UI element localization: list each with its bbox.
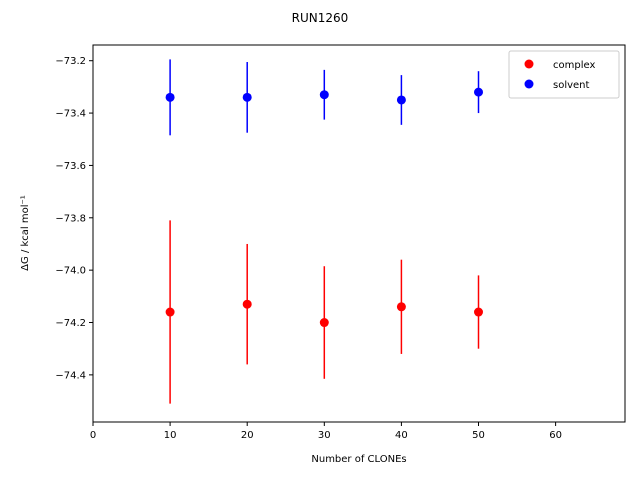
legend-box xyxy=(508,50,620,99)
solvent-point xyxy=(474,87,484,97)
legend-marker-solvent xyxy=(524,79,534,89)
y-tick-label: −74.2 xyxy=(55,318,86,329)
complex-point xyxy=(474,307,484,317)
legend-label-solvent: solvent xyxy=(553,80,590,91)
x-axis-label: Number of CLONEs xyxy=(311,454,406,465)
complex-point xyxy=(319,318,329,328)
y-tick-label: −74.0 xyxy=(55,266,86,277)
solvent-point xyxy=(319,90,329,100)
x-tick-label: 30 xyxy=(318,430,331,441)
x-tick-label: 50 xyxy=(472,430,485,441)
x-tick-label: 0 xyxy=(90,430,96,441)
solvent-point xyxy=(165,92,175,102)
x-tick-label: 60 xyxy=(549,430,562,441)
y-tick-label: −73.6 xyxy=(55,161,86,172)
y-tick-label: −74.4 xyxy=(55,370,86,381)
x-tick-label: 10 xyxy=(164,430,177,441)
y-tick-label: −73.4 xyxy=(55,109,86,120)
x-axis-ticks: 0 10 20 30 40 50 60 xyxy=(90,422,562,441)
solvent-point xyxy=(242,92,252,102)
legend-label-complex: complex xyxy=(553,60,595,71)
x-tick-label: 40 xyxy=(395,430,408,441)
plot-area xyxy=(165,59,484,404)
x-tick-label: 20 xyxy=(241,430,254,441)
complex-point xyxy=(165,307,175,317)
legend: complex solvent xyxy=(508,50,620,99)
y-tick-label: −73.2 xyxy=(55,56,86,67)
y-tick-label: −73.8 xyxy=(55,213,86,224)
complex-point xyxy=(242,299,252,309)
y-axis-label: ΔG / kcal mol⁻¹ xyxy=(20,195,31,271)
solvent-point xyxy=(396,95,406,105)
y-axis-ticks: −73.2 −73.4 −73.6 −73.8 −74.0 −74.2 −74.4 xyxy=(55,56,93,381)
chart-title: RUN1260 xyxy=(292,11,349,25)
legend-marker-complex xyxy=(524,59,534,69)
plot-frame xyxy=(92,44,626,423)
complex-point xyxy=(396,302,406,312)
